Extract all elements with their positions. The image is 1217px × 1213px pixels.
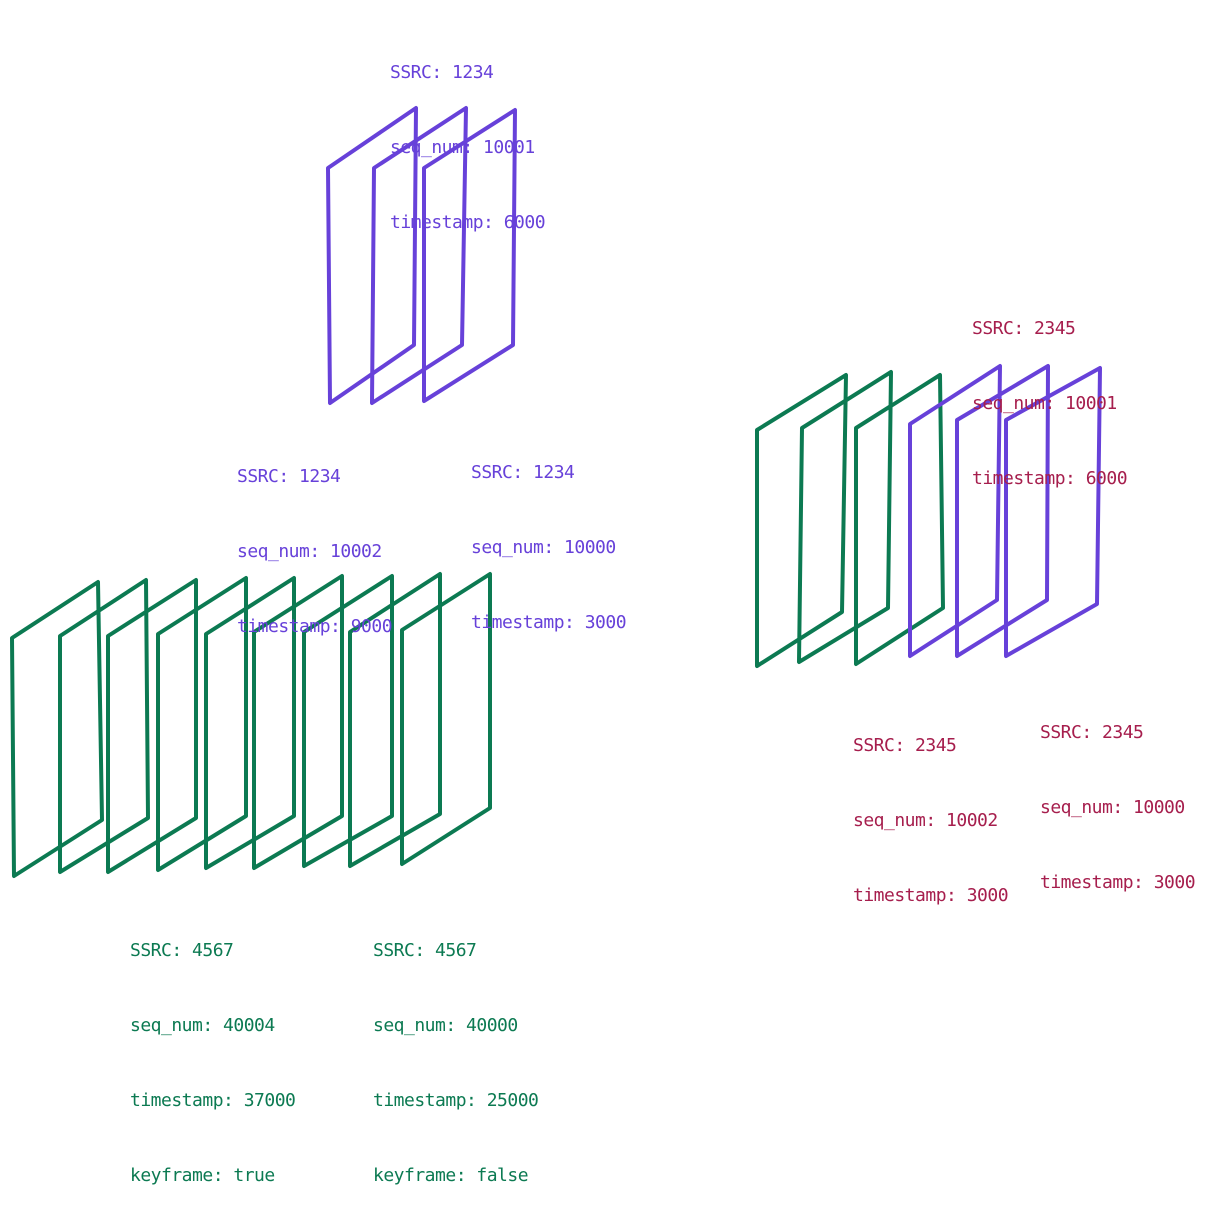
seq-num-text: seq_num: 10002 [853,810,998,831]
packet-frame [204,576,296,870]
packet-frame [955,364,1050,658]
packet-frame [302,574,394,868]
seq-num-text: seq_num: 10002 [237,541,382,562]
packet-frame [58,578,150,874]
seq-num-text: seq_num: 10000 [1040,797,1185,818]
ssrc-text: SSRC: 2345 [1040,722,1144,743]
packet-frame [797,370,893,664]
packet-label-2345-left: SSRC: 2345 seq_num: 10002 timestamp: 300… [853,683,1009,933]
ssrc-text: SSRC: 2345 [853,735,957,756]
seq-num-text: seq_num: 40000 [373,1015,518,1036]
packet-label-2345-top: SSRC: 2345 seq_num: 10001 timestamp: 600… [972,266,1128,516]
timestamp-text: timestamp: 6000 [390,212,546,233]
packet-stack-ssrc-4567 [10,572,492,878]
packet-frame [422,108,517,403]
packet-stack-green-right [755,370,945,668]
seq-num-text: seq_num: 10000 [471,537,616,558]
packet-frame [854,373,945,666]
packet-frame [326,106,418,405]
seq-num-text: seq_num: 40004 [130,1015,275,1036]
packet-label-2345-right: SSRC: 2345 seq_num: 10000 timestamp: 300… [1040,670,1196,920]
packet-frame [252,574,344,870]
packet-stack-ssrc-1234 [326,106,517,405]
packet-label-1234-right: SSRC: 1234 seq_num: 10000 timestamp: 300… [471,410,627,660]
packet-frame [348,572,442,868]
packet-label-4567-left: SSRC: 4567 seq_num: 40004 timestamp: 370… [130,888,296,1213]
packet-frame [755,373,848,668]
packet-frame [156,576,248,872]
packet-frame [1004,366,1102,658]
diagram-canvas [10,106,1102,878]
packet-frame [106,578,198,874]
keyframe-text: keyframe: false [373,1165,529,1186]
packet-frame [400,572,492,866]
packet-frame [908,364,1002,658]
ssrc-text: SSRC: 1234 [471,462,575,483]
packet-label-4567-right: SSRC: 4567 seq_num: 40000 timestamp: 250… [373,888,539,1213]
keyframe-text: keyframe: true [130,1165,275,1186]
timestamp-text: timestamp: 9000 [237,616,393,637]
ssrc-text: SSRC: 4567 [130,940,234,961]
packet-label-1234-top: SSRC: 1234 seq_num: 10001 timestamp: 600… [390,10,546,260]
timestamp-text: timestamp: 37000 [130,1090,296,1111]
timestamp-text: timestamp: 3000 [853,885,1009,906]
ssrc-text: SSRC: 4567 [373,940,477,961]
seq-num-text: seq_num: 10001 [972,393,1117,414]
ssrc-text: SSRC: 2345 [972,318,1076,339]
timestamp-text: timestamp: 3000 [471,612,627,633]
packet-frame [10,580,104,878]
ssrc-text: SSRC: 1234 [237,466,341,487]
packet-label-1234-left: SSRC: 1234 seq_num: 10002 timestamp: 900… [237,414,393,664]
packet-stack-ssrc-2345 [908,364,1102,658]
ssrc-text: SSRC: 1234 [390,62,494,83]
timestamp-text: timestamp: 6000 [972,468,1128,489]
timestamp-text: timestamp: 25000 [373,1090,539,1111]
timestamp-text: timestamp: 3000 [1040,872,1196,893]
packet-frame [370,106,468,405]
seq-num-text: seq_num: 10001 [390,137,535,158]
